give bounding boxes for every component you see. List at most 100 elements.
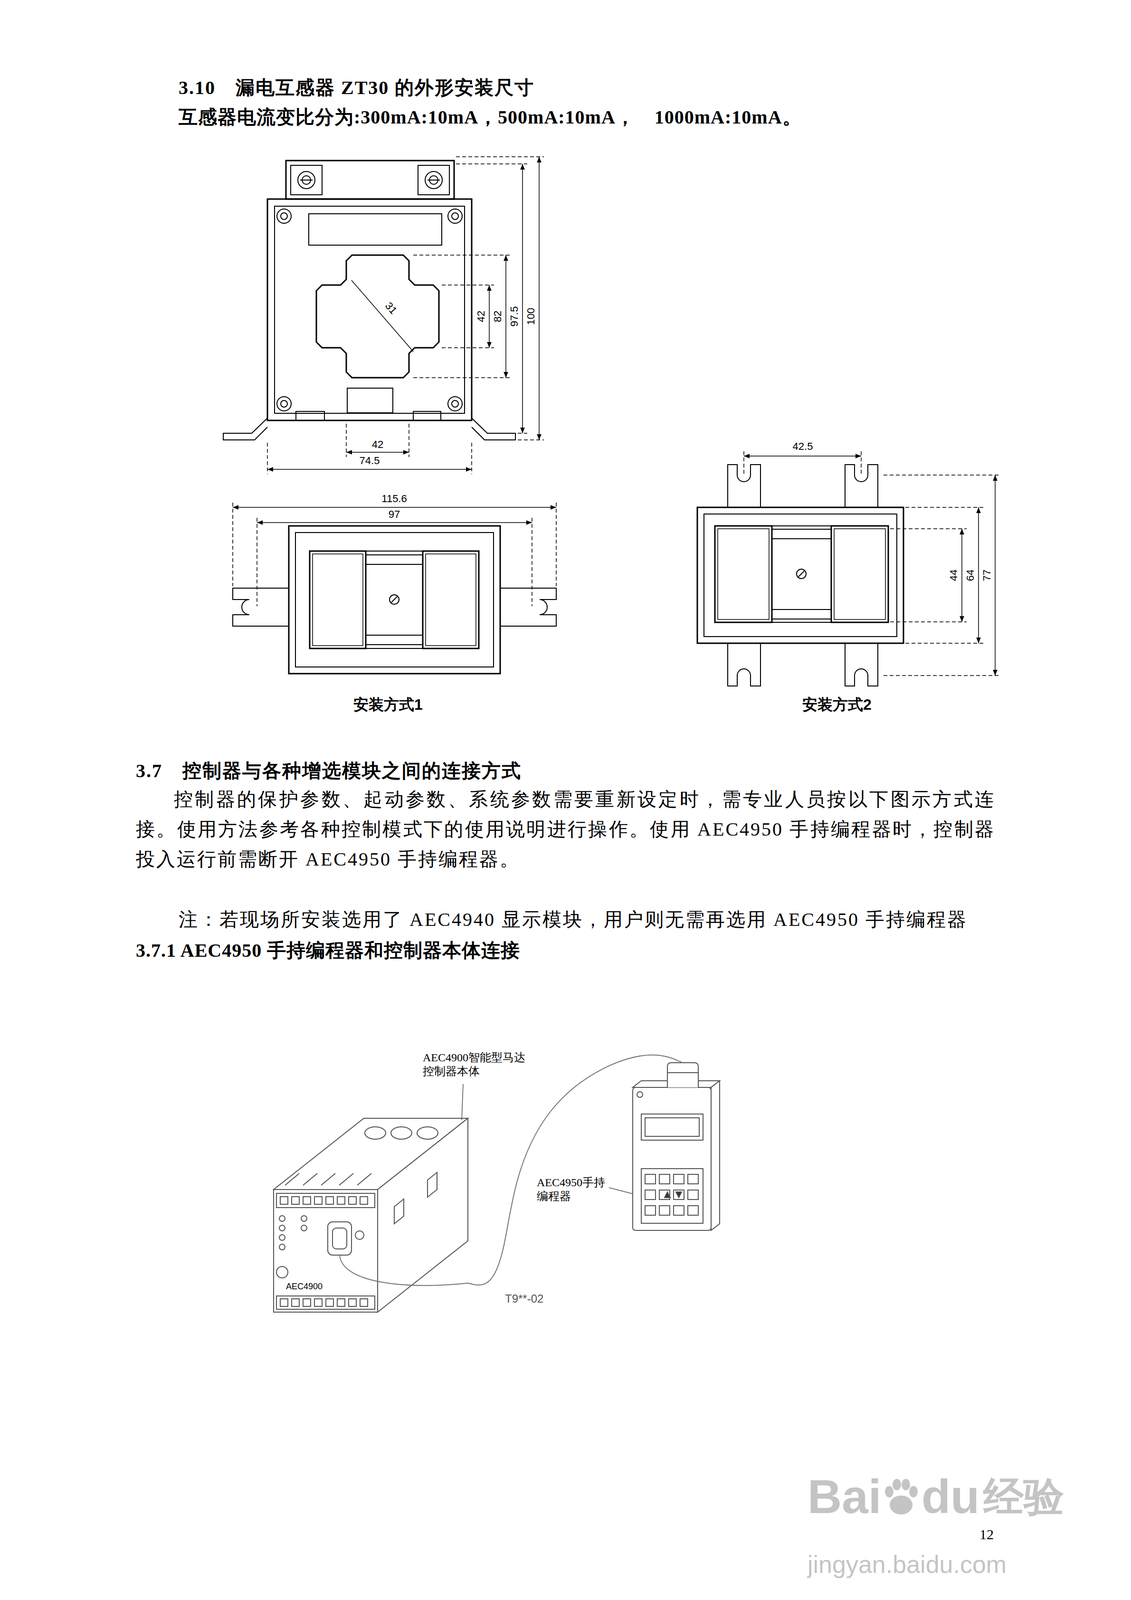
handheld-programmer-drawing (673, 1205, 685, 1216)
handheld-programmer-drawing (645, 1174, 656, 1184)
leader-line (461, 1083, 464, 1121)
mounting-view-2 (834, 528, 886, 620)
dimension-lines (232, 506, 557, 508)
handheld-programmer-drawing (641, 1168, 704, 1224)
dimension-lines (232, 502, 557, 607)
dimension-lines (905, 506, 984, 508)
page-number: 12 (979, 1525, 994, 1543)
mounting-view-1 (389, 594, 400, 605)
dimension-lines (256, 517, 258, 607)
dimension-lines (994, 475, 996, 676)
dimension-lines (743, 451, 745, 475)
motor-controller: AEC4900智能型马达控制器本体AEC4900 (273, 1118, 468, 1312)
mounting-view-2 (771, 609, 832, 619)
dimension-lines (232, 502, 234, 587)
transformer-front-view (413, 411, 441, 421)
motor-controller-drawing (348, 1196, 357, 1205)
motor-controller-drawing (314, 1196, 323, 1205)
mounting-view-1 (232, 525, 557, 674)
watermark-logo (909, 1485, 918, 1498)
handheld-programmer-drawing (645, 1205, 656, 1216)
dimension-lines (522, 163, 523, 434)
motor-controller-drawing (357, 1173, 372, 1186)
motor-controller-drawing (279, 1234, 286, 1241)
motor-controller-drawing (303, 1173, 318, 1186)
handheld-programmer-drawing (673, 1174, 685, 1184)
dimension-lines (413, 254, 511, 256)
dimension: 42 (371, 439, 384, 450)
transformer-front-view (274, 206, 465, 414)
handheld-programmer-drawing (659, 1189, 670, 1200)
mounting-view-1 (500, 588, 557, 627)
transformer-front-view (316, 255, 439, 378)
transformer-front-view (471, 418, 516, 440)
motor-controller-drawing (291, 1196, 300, 1205)
dimension: 42.5 (792, 441, 814, 452)
handheld-programmer-drawing (664, 1191, 671, 1198)
mounting-view-2 (771, 525, 832, 623)
mounting-view-2 (798, 570, 805, 577)
view-caption: 安装方式2 (802, 696, 872, 713)
mounting-view-1 (288, 525, 501, 674)
dimension-lines (267, 156, 544, 475)
transformer-front-view (451, 212, 459, 220)
mounting-view-1 (232, 588, 289, 627)
dimension-lines (351, 280, 414, 352)
handheld-programmer-drawing (667, 1062, 699, 1088)
motor-controller-drawing (314, 1298, 323, 1307)
motor-controller-drawing (339, 1254, 468, 1286)
motor-controller-drawing (377, 1118, 468, 1312)
transformer-front-view (447, 396, 463, 411)
transformer-front-view (280, 212, 288, 220)
motor-controller-drawing (360, 1298, 368, 1307)
mounting-view-1 (422, 551, 479, 649)
motor-controller-drawing (417, 1126, 438, 1140)
dimension-lines (978, 507, 979, 644)
motor-controller-drawing (279, 1244, 286, 1250)
dimension-lines (860, 451, 862, 475)
watermark-logo (889, 1495, 913, 1515)
transformer-front-view (295, 411, 325, 421)
dimension: 100 (525, 307, 537, 326)
motor-controller-drawing (327, 1221, 352, 1255)
mounting-view-1 (425, 553, 476, 646)
handheld-programmer-drawing (659, 1205, 670, 1216)
motor-controller-drawing (364, 1126, 386, 1140)
watermark-logo (892, 1478, 902, 1491)
transformer-front-view (285, 160, 455, 200)
handheld-programmer-drawing (675, 1191, 682, 1198)
section-heading: 3.10 漏电互感器 ZT30 的外形安装尺寸 (178, 76, 535, 100)
dimension-lines (232, 502, 557, 607)
mounting-view-1 (391, 596, 398, 603)
dimension-lines (456, 163, 528, 165)
handheld-programmer-drawing (632, 1062, 720, 1231)
dimension-lines (441, 347, 495, 349)
handheld-programmer-drawing (667, 1072, 699, 1074)
motor-controller-drawing (273, 1189, 378, 1312)
motor-controller-drawing (325, 1298, 334, 1307)
part-label: AEC4900智能型马达控制器本体 (422, 1050, 530, 1079)
transformer-front-view (223, 160, 516, 440)
dimension-lines (883, 474, 1000, 476)
dimension-lines (488, 285, 490, 348)
transformer-front-view (447, 209, 463, 224)
mounting-view-2 (717, 528, 770, 620)
motor-controller-drawing (291, 1298, 300, 1307)
transformer-front-view (280, 400, 288, 408)
dimension-lines (743, 451, 1000, 676)
transformer-front-view (290, 165, 323, 195)
transformer-front-view (267, 199, 472, 421)
dimension-lines (883, 674, 1000, 676)
mounting-view-1 (295, 532, 494, 667)
dimension-lines (256, 522, 533, 523)
handheld-programmer-drawing (687, 1174, 699, 1184)
mounting-view-2 (697, 507, 904, 644)
motor-controller-drawing (360, 1196, 368, 1205)
view-caption: 安装方式1 (353, 696, 423, 713)
handheld-programmer-drawing (641, 1113, 704, 1141)
dimension-lines (267, 156, 544, 475)
mounting-view-2 (796, 569, 807, 579)
handheld-programmer: AEC4950手持编程器 (632, 1062, 720, 1231)
cable-label: T9**-02 (503, 1292, 545, 1306)
